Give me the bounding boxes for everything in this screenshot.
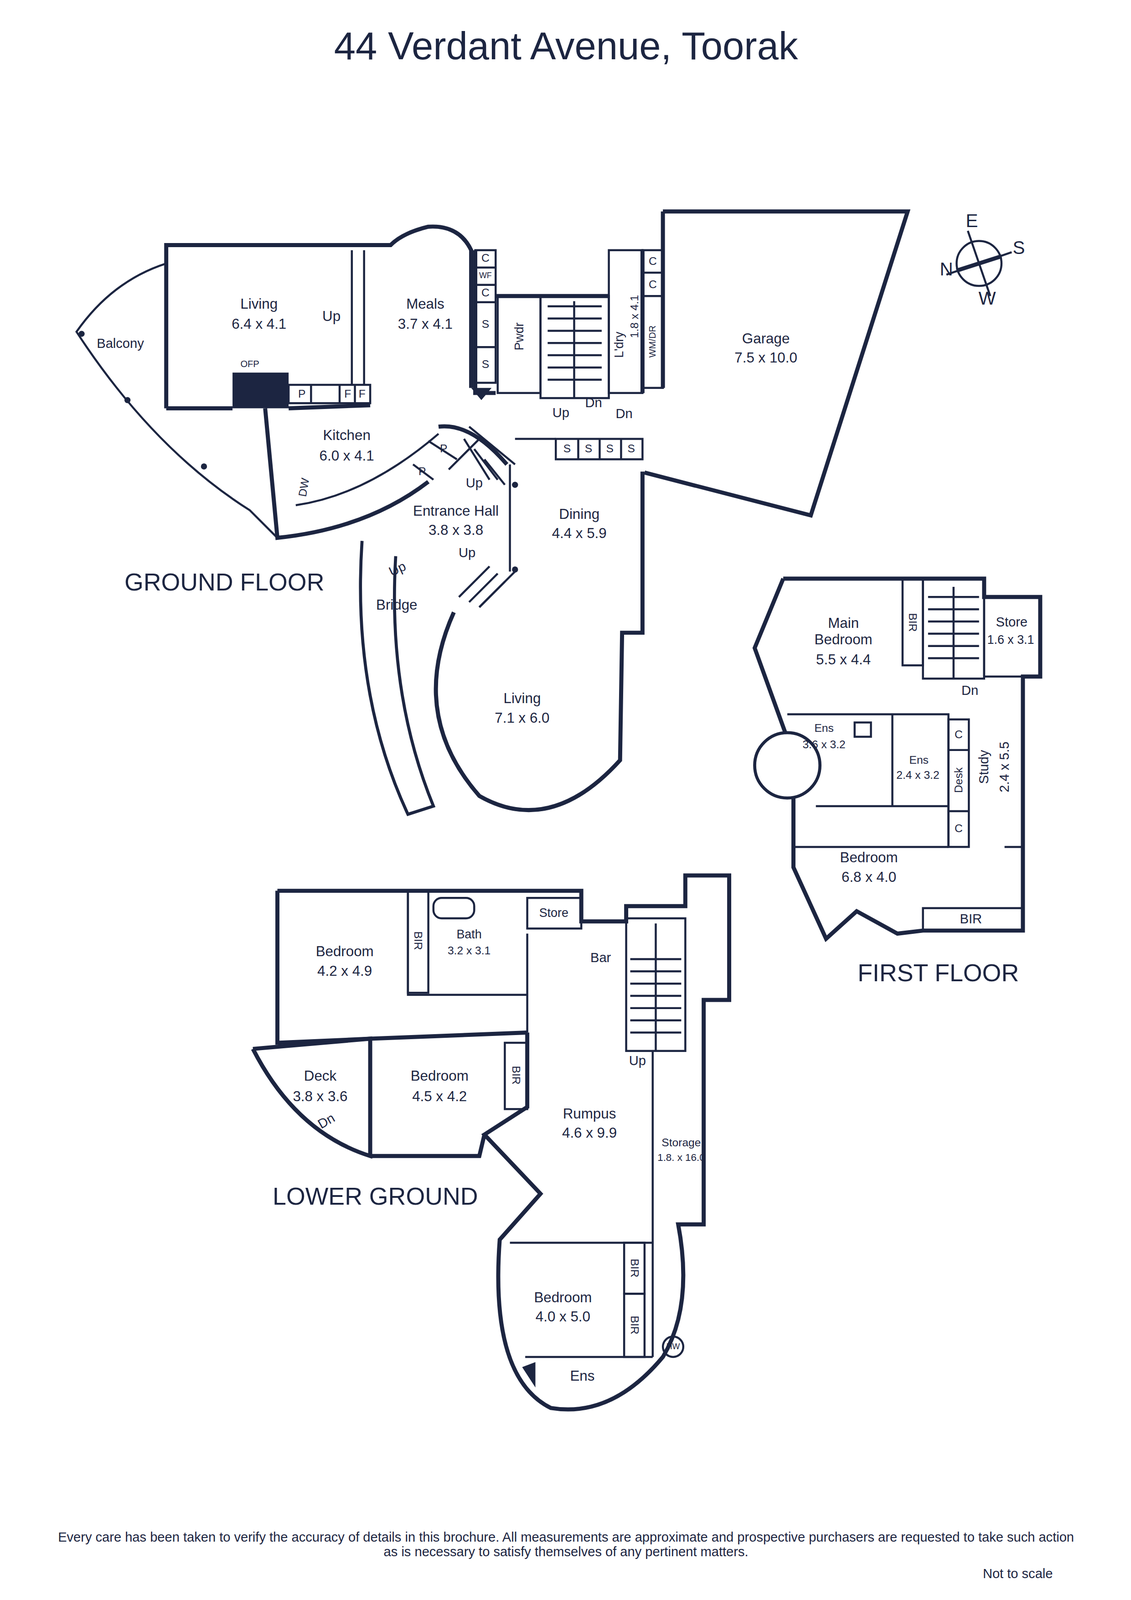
room-label: Not to scale: [982, 1565, 1054, 1581]
room-label: F: [358, 387, 366, 400]
room-label: C: [481, 286, 490, 300]
room-label: 5.5 x 4.4: [815, 651, 871, 668]
room-label: Kitchen: [322, 427, 371, 444]
room-label: Pwdr: [511, 322, 527, 351]
room-label: Ens: [908, 753, 929, 767]
disclaimer: Every care has been taken to verify the …: [51, 1529, 1082, 1559]
room-label: L'dry: [612, 331, 627, 358]
room-label: P: [418, 464, 426, 478]
room-label: W: [978, 288, 997, 310]
room-label: 6.0 x 4.1: [319, 447, 375, 465]
room-label: Up: [465, 475, 483, 491]
room-label: BIR: [627, 1258, 641, 1277]
room-label: S: [563, 442, 571, 455]
room-label: Up: [322, 308, 341, 325]
room-label: Living: [240, 295, 278, 313]
room-label: Main Bedroom: [807, 614, 880, 648]
room-label: Garage: [742, 330, 790, 347]
room-label: 4.6 x 9.9: [562, 1124, 617, 1142]
room-label: WM/DR: [647, 325, 658, 358]
room-label: BIR: [509, 1065, 523, 1085]
room-label: 1.8 x 4.1: [627, 294, 641, 338]
room-label: 4.0 x 5.0: [535, 1308, 591, 1325]
room-label: N: [939, 258, 954, 280]
room-label: Dn: [584, 395, 602, 411]
room-label: 7.5 x 10.0: [734, 349, 798, 367]
room-label: Bedroom: [840, 849, 899, 866]
room-label: Study: [976, 749, 992, 784]
room-label: Up: [387, 558, 409, 580]
room-label: F: [344, 387, 352, 400]
room-label: 3.2 x 3.1: [447, 944, 491, 957]
room-label: C: [954, 728, 963, 741]
room-label: Living: [503, 690, 541, 707]
room-label: S: [481, 317, 490, 331]
room-label: Bedroom: [533, 1289, 592, 1306]
room-label: Bath: [456, 927, 482, 942]
room-label: P: [298, 387, 306, 400]
room-label: Store: [539, 905, 569, 920]
room-label: C: [481, 251, 490, 265]
room-label: 1.6 x 3.1: [987, 632, 1035, 647]
room-label: Dn: [961, 682, 979, 698]
room-label: 2.4 x 3.2: [896, 768, 940, 782]
room-label: Up: [552, 405, 570, 421]
room-label: 4.4 x 5.9: [552, 525, 607, 542]
room-label: S: [1012, 237, 1025, 259]
room-label: DW: [295, 477, 312, 498]
room-label: HW: [666, 1341, 681, 1352]
plan-title: 44 Verdant Avenue, Toorak: [334, 23, 799, 69]
room-label: E: [965, 210, 979, 232]
room-label: Bedroom: [410, 1067, 469, 1085]
room-label: Up: [458, 545, 476, 561]
room-label: C: [954, 821, 963, 835]
room-label: BIR: [906, 612, 920, 632]
room-label: 3.8 x 3.8: [428, 521, 484, 539]
room-label: C: [648, 278, 657, 291]
room-label: C: [648, 254, 657, 268]
room-label: S: [481, 357, 490, 371]
room-label: Ens: [814, 721, 834, 735]
room-label: Ens: [569, 1367, 595, 1385]
room-label: Meals: [406, 295, 445, 313]
room-label: Dn: [615, 406, 633, 422]
room-label: BIR: [960, 911, 982, 927]
room-label: 7.1 x 6.0: [494, 709, 550, 727]
floor-heading: GROUND FLOOR: [124, 568, 325, 597]
room-label: Bridge: [376, 596, 418, 614]
room-label: 6.4 x 4.1: [231, 315, 287, 333]
floor-heading: LOWER GROUND: [272, 1182, 478, 1211]
room-label: Storage: [661, 1135, 701, 1149]
room-label: 4.2 x 4.9: [317, 962, 372, 980]
room-label: Entrance Hall: [413, 502, 499, 520]
room-label: 3.8 x 3.6: [292, 1088, 348, 1105]
room-label: WF: [479, 270, 492, 281]
room-label: Deck: [304, 1067, 337, 1085]
room-label: Bedroom: [315, 943, 374, 960]
room-label: Dining: [558, 506, 600, 523]
room-label: BIR: [411, 930, 425, 950]
room-label: 4.5 x 4.2: [412, 1088, 467, 1105]
room-label: 3.6 x 3.2: [802, 738, 846, 751]
room-label: 3.7 x 4.1: [397, 315, 453, 333]
room-label: S: [627, 442, 636, 455]
room-label: 2.4 x 5.5: [996, 741, 1013, 793]
room-label: S: [584, 442, 593, 455]
room-label: Balcony: [96, 335, 144, 352]
room-label: OFP: [240, 358, 259, 370]
floor-heading: FIRST FLOOR: [857, 958, 1019, 987]
room-label: Up: [629, 1053, 646, 1069]
room-label: BIR: [627, 1315, 641, 1335]
room-label: P: [439, 442, 448, 455]
room-label: Bar: [590, 950, 611, 966]
room-label: S: [606, 442, 614, 455]
room-label: Store: [995, 614, 1028, 630]
room-label: Desk: [952, 767, 966, 793]
room-label: 1.8. x 16.0: [657, 1151, 705, 1164]
room-label: Rumpus: [562, 1105, 617, 1122]
room-label: Dn: [315, 1110, 338, 1132]
room-label: 6.8 x 4.0: [841, 868, 897, 886]
